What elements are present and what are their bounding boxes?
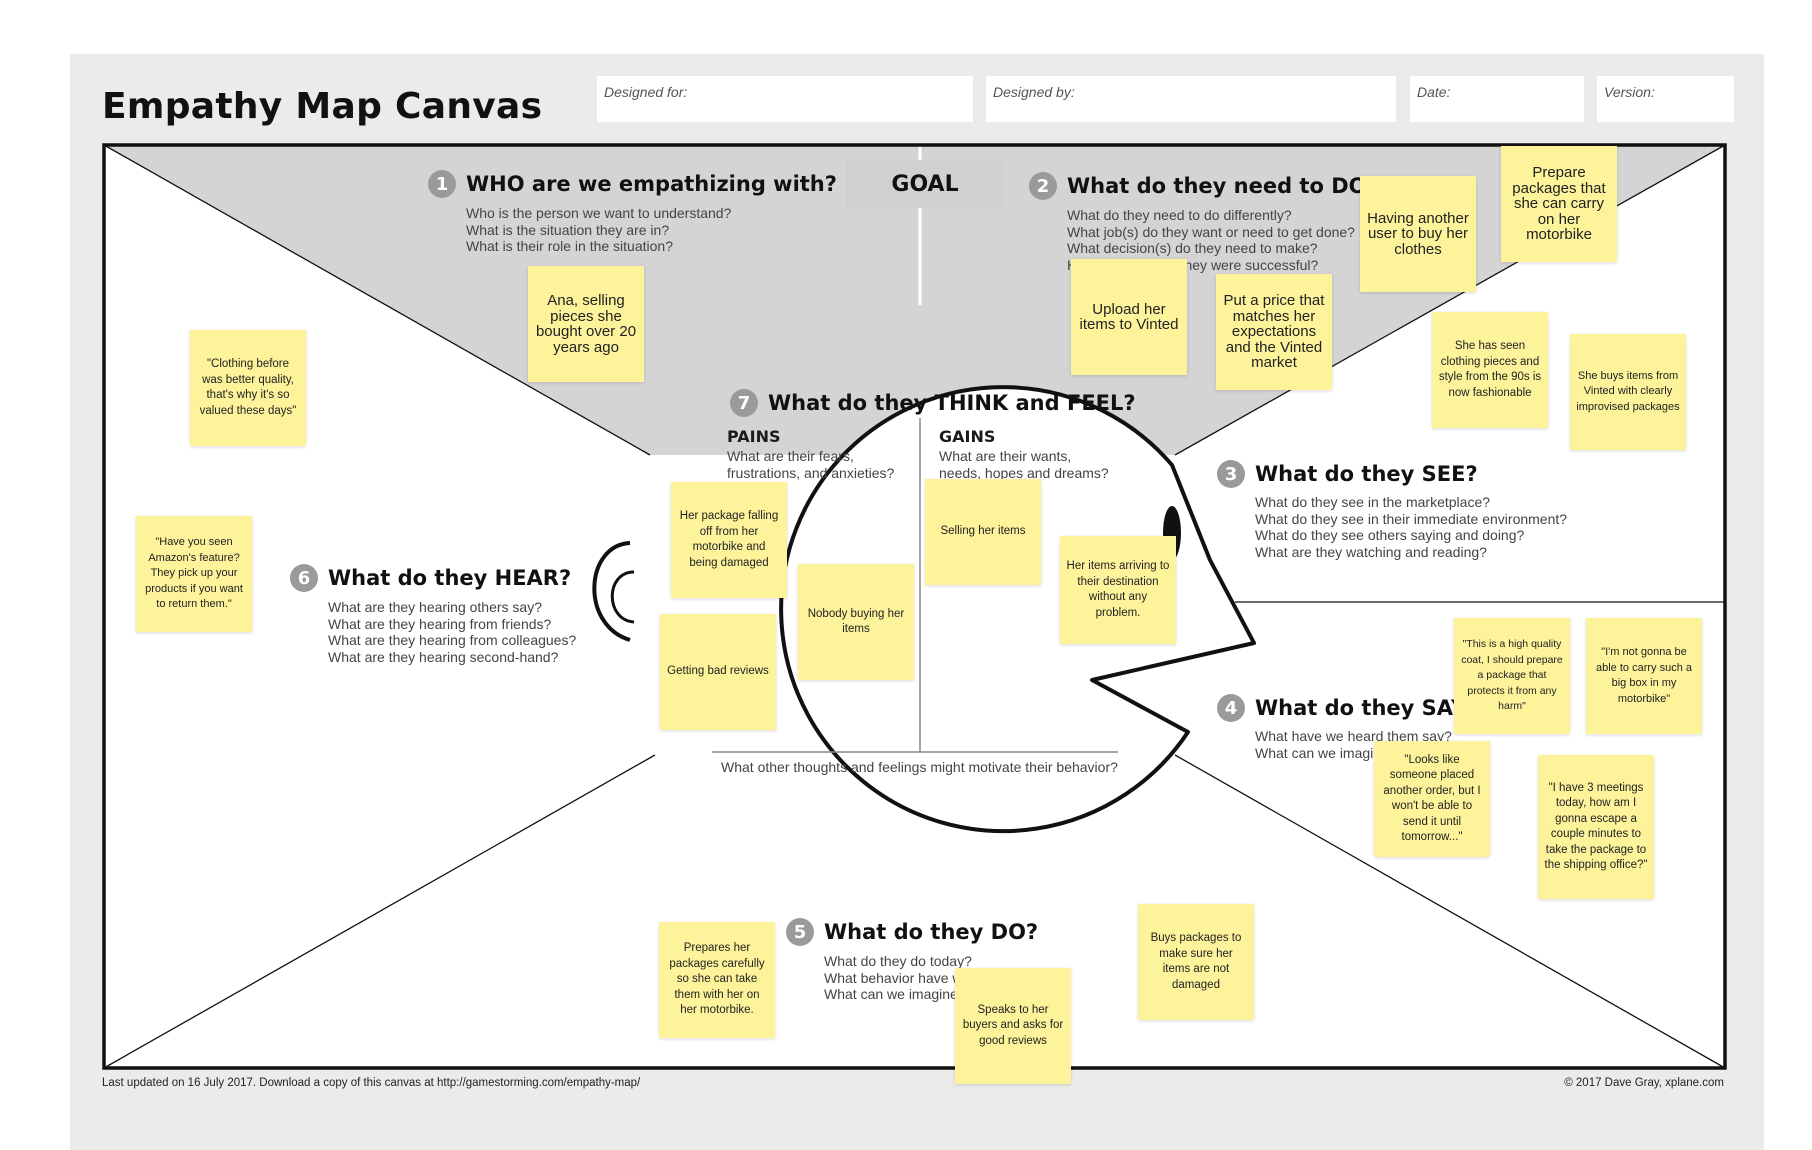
section-title: What do they SEE? [1255,462,1478,486]
section-who: 1 WHO are we empathizing with? Who is the… [428,170,837,255]
step-number: 1 [428,170,456,198]
sticky-note[interactable]: "Clothing before was better quality, tha… [190,330,306,446]
step-number: 4 [1217,694,1245,722]
sticky-note[interactable]: Prepares her packages carefully so she c… [659,922,775,1038]
question: What do they see in the marketplace? [1255,494,1567,511]
step-number: 5 [786,918,814,946]
gains-questions: What are their wants, needs, hopes and d… [939,448,1109,481]
section-title: What do they THINK and FEEL? [768,391,1136,415]
sticky-note[interactable]: "This is a high quality coat, I should p… [1454,618,1570,734]
footer-left: Last updated on 16 July 2017. Download a… [102,1077,640,1089]
step-number: 2 [1029,172,1057,200]
goal-label: GOAL [846,160,1004,208]
footer-right: © 2017 Dave Gray, xplane.com [1564,1077,1724,1089]
sticky-note[interactable]: Having another user to buy her clothes [1360,176,1476,292]
sticky-note[interactable]: Speaks to her buyers and asks for good r… [955,968,1071,1084]
sticky-note[interactable]: Getting bad reviews [660,614,776,730]
section-hear: 6 What do they HEAR? What are they hearin… [290,564,576,665]
sticky-note[interactable]: Buys packages to make sure her items are… [1138,904,1254,1020]
section-title: What do they need to DO? [1067,174,1379,198]
step-number: 6 [290,564,318,592]
question: What is the situation they are in? [466,222,837,239]
think-feel-bottom-question: What other thoughts and feelings might m… [721,759,1118,776]
step-number: 7 [730,389,758,417]
section-do-need: 2 What do they need to DO? What do they n… [1029,172,1379,273]
question: What are their wants, [939,448,1109,465]
question: What do they need to do differently? [1067,207,1379,224]
gains-title: GAINS [939,427,995,446]
section-title: What do they HEAR? [328,566,571,590]
question: What decision(s) do they need to make? [1067,240,1379,257]
section-title: What do they SAY? [1255,696,1478,720]
question: What do they see in their immediate envi… [1255,511,1567,528]
question: What are they hearing from friends? [328,616,576,633]
question: What are they hearing second-hand? [328,649,576,666]
pains-questions: What are their fears, frustrations, and … [727,448,894,481]
sticky-note[interactable]: Her package falling off from her motorbi… [671,482,787,598]
question: What are they hearing others say? [328,599,576,616]
section-see: 3 What do they SEE? What do they see in t… [1217,460,1567,560]
sticky-note[interactable]: She has seen clothing pieces and style f… [1432,312,1548,428]
sticky-note[interactable]: She buys items from Vinted with clearly … [1570,334,1686,450]
pains-title: PAINS [727,427,781,446]
sticky-note[interactable]: "Have you seen Amazon's feature? They pi… [136,516,252,632]
sticky-note[interactable]: "Looks like someone placed another order… [1374,741,1490,857]
step-number: 3 [1217,460,1245,488]
question: What are their fears, [727,448,894,465]
question: What are they hearing from colleagues? [328,632,576,649]
sticky-note[interactable]: Prepare packages that she can carry on h… [1501,146,1617,262]
question: frustrations, and anxieties? [727,465,894,482]
question: What is their role in the situation? [466,238,837,255]
section-title: What do they DO? [824,920,1038,944]
sticky-note[interactable]: Ana, selling pieces she bought over 20 y… [528,266,644,382]
section-title: WHO are we empathizing with? [466,172,837,196]
question: What do they see others saying and doing… [1255,527,1567,544]
section-think-feel: 7 What do they THINK and FEEL? [730,389,1136,417]
sticky-note[interactable]: Selling her items [925,479,1041,585]
sticky-note[interactable]: "I'm not gonna be able to carry such a b… [1586,618,1702,734]
question: What are they watching and reading? [1255,544,1567,561]
sticky-note[interactable]: Nobody buying her items [798,564,914,680]
sticky-note[interactable]: Her items arriving to their destination … [1060,536,1176,644]
sticky-note[interactable]: "I have 3 meetings today, how am I gonna… [1538,755,1654,899]
question: Who is the person we want to understand? [466,205,837,222]
sticky-note[interactable]: Put a price that matches her expectation… [1216,274,1332,390]
sticky-note[interactable]: Upload her items to Vinted [1071,259,1187,375]
question: What job(s) do they want or need to get … [1067,224,1379,241]
